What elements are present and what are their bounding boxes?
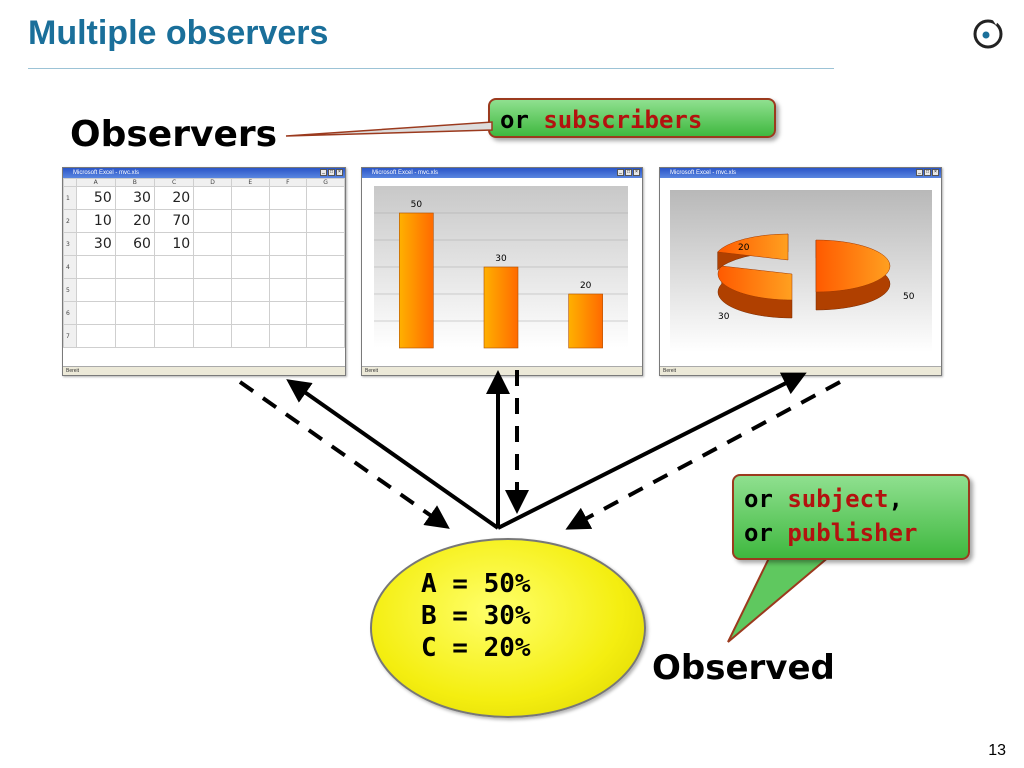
cell[interactable] bbox=[306, 301, 345, 325]
window-title: Microsoft Excel - mvc.xls bbox=[372, 170, 439, 176]
close-icon[interactable]: × bbox=[633, 169, 640, 176]
maximize-icon[interactable]: □ bbox=[328, 169, 335, 176]
cell[interactable]: 50 bbox=[75, 186, 116, 210]
callout-prefix: or bbox=[744, 519, 788, 547]
observers-label: Observers bbox=[70, 114, 278, 155]
callout-prefix: or bbox=[744, 485, 788, 513]
observed-label: Observed bbox=[652, 648, 835, 688]
close-icon[interactable]: × bbox=[932, 169, 939, 176]
callout-suffix: , bbox=[888, 485, 903, 513]
value-line-b: B = 30% bbox=[421, 601, 531, 631]
page-number: 13 bbox=[988, 742, 1006, 759]
callout-highlight: subject bbox=[787, 485, 889, 513]
maximize-icon[interactable]: □ bbox=[924, 169, 931, 176]
data-label: 50 bbox=[903, 292, 915, 302]
cell[interactable] bbox=[193, 186, 232, 210]
cell[interactable] bbox=[306, 209, 345, 233]
cell[interactable] bbox=[114, 301, 155, 325]
cell[interactable] bbox=[114, 324, 155, 348]
cell[interactable]: 30 bbox=[75, 232, 116, 256]
bar-chart: 50 30 20 bbox=[374, 186, 628, 349]
cell[interactable] bbox=[306, 324, 345, 348]
table-row: 6 bbox=[63, 301, 345, 325]
cell[interactable]: 30 bbox=[114, 186, 155, 210]
cell[interactable] bbox=[75, 324, 116, 348]
maximize-icon[interactable]: □ bbox=[625, 169, 632, 176]
bar bbox=[568, 293, 603, 349]
callout-highlight: publisher bbox=[787, 519, 918, 547]
cell[interactable] bbox=[268, 278, 308, 302]
minimize-icon[interactable]: _ bbox=[916, 169, 923, 176]
cell[interactable] bbox=[114, 278, 155, 302]
window-titlebar: Microsoft Excel - mvc.xls _□× bbox=[362, 168, 642, 178]
callout-tail bbox=[727, 555, 833, 643]
pie-chart: 50 30 20 bbox=[670, 190, 932, 352]
cell[interactable] bbox=[306, 186, 345, 210]
subject-values: A = 50% B = 30% C = 20% bbox=[421, 568, 531, 664]
window-titlebar: Microsoft Excel - mvc.xls _□× bbox=[63, 168, 345, 178]
status-bar: Bereit bbox=[63, 366, 345, 375]
callout-highlight: subscribers bbox=[543, 106, 703, 134]
value-line-c: C = 20% bbox=[421, 633, 531, 663]
subject-oval bbox=[370, 538, 646, 718]
subject-callout: or subject, or publisher bbox=[732, 474, 970, 560]
cell[interactable]: 10 bbox=[75, 209, 116, 233]
callout-pointer bbox=[285, 121, 493, 137]
callout-prefix: or bbox=[500, 106, 544, 134]
bar bbox=[399, 212, 434, 349]
row-header[interactable]: 6 bbox=[63, 301, 77, 325]
row-header[interactable]: 7 bbox=[63, 324, 77, 348]
update-arrow-spreadsheet bbox=[286, 379, 500, 530]
update-arrow-pie bbox=[497, 372, 807, 530]
cell[interactable]: 20 bbox=[153, 186, 195, 210]
pie-chart-window: Microsoft Excel - mvc.xls _□× 50 30 20 Ber… bbox=[659, 167, 942, 376]
bar bbox=[483, 266, 519, 349]
register-arrow-spreadsheet bbox=[238, 380, 450, 529]
cell[interactable] bbox=[193, 301, 232, 325]
title-divider bbox=[28, 68, 834, 69]
data-label: 50 bbox=[411, 200, 423, 210]
subscribers-callout: or subscribers bbox=[488, 98, 776, 138]
cell[interactable] bbox=[193, 232, 232, 256]
close-icon[interactable]: × bbox=[336, 169, 343, 176]
status-bar: Bereit bbox=[660, 366, 941, 375]
data-label: 30 bbox=[718, 312, 730, 322]
data-label: 20 bbox=[738, 243, 750, 253]
cell[interactable] bbox=[193, 278, 232, 302]
cell[interactable] bbox=[230, 278, 270, 302]
cell[interactable] bbox=[306, 255, 345, 279]
pie-slice bbox=[815, 239, 891, 293]
cell[interactable] bbox=[193, 324, 232, 348]
register-arrow-pie bbox=[565, 380, 841, 530]
cell[interactable] bbox=[75, 301, 116, 325]
data-label: 20 bbox=[580, 281, 592, 291]
cell[interactable] bbox=[153, 324, 195, 348]
table-row: 7 bbox=[63, 324, 345, 348]
value-line-a: A = 50% bbox=[421, 569, 531, 599]
data-label: 30 bbox=[495, 254, 507, 264]
logo-icon bbox=[973, 15, 1003, 49]
pie-slice bbox=[717, 233, 789, 261]
minimize-icon[interactable]: _ bbox=[617, 169, 624, 176]
pie-slice bbox=[717, 265, 793, 301]
minimize-icon[interactable]: _ bbox=[320, 169, 327, 176]
row-header[interactable]: 1 bbox=[63, 186, 77, 210]
cell[interactable] bbox=[268, 324, 308, 348]
cell[interactable]: 70 bbox=[153, 209, 195, 233]
slide-title: Multiple observers bbox=[28, 14, 329, 52]
window-titlebar: Microsoft Excel - mvc.xls _□× bbox=[660, 168, 941, 178]
cell[interactable] bbox=[230, 324, 270, 348]
window-title: Microsoft Excel - mvc.xls bbox=[670, 170, 737, 176]
window-title: Microsoft Excel - mvc.xls bbox=[73, 170, 140, 176]
